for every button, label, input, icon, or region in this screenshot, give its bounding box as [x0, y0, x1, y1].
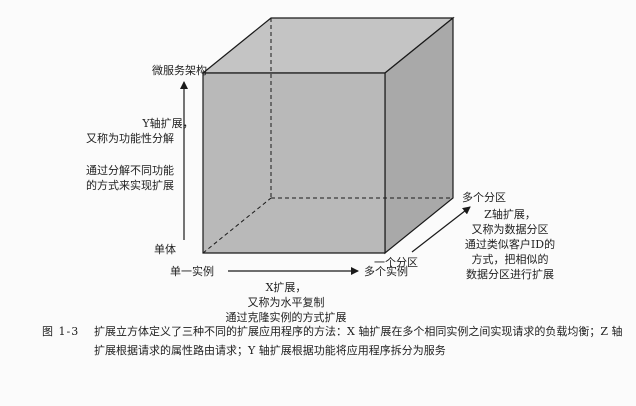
x-axis-title: X扩展，: [265, 281, 307, 294]
z-axis-start-label: 一个分区: [374, 256, 418, 269]
z-axis-description-line-2: 方式，把相似的: [471, 253, 549, 266]
x-axis-start-label: 单一实例: [170, 265, 214, 278]
hidden-edge-depth: [202, 197, 272, 254]
y-axis-title: Y轴扩展，: [142, 117, 194, 130]
y-axis-top-label: 微服务架构: [152, 64, 207, 77]
y-axis-subtitle: 又称为功能性分解: [86, 132, 174, 145]
z-axis-end-label: 多个分区: [462, 191, 506, 204]
x-axis-description: 通过克隆实例的方式扩展: [225, 311, 347, 324]
z-axis-description-line-1: 通过类似客户ID的: [464, 238, 556, 251]
cube-front-face: [202, 72, 386, 254]
y-axis-description-line-1: 通过分解不同功能: [86, 164, 174, 177]
z-axis-description-line-3: 数据分区进行扩展: [466, 268, 554, 281]
z-axis-arrow: [411, 206, 471, 253]
z-axis-subtitle: 又称为数据分区: [471, 223, 549, 236]
y-axis-description-line-2: 的方式来实现扩展: [86, 179, 174, 192]
x-axis-end-label: 多个实例: [364, 265, 408, 278]
z-axis-title: Z轴扩展，: [484, 208, 536, 221]
x-axis-subtitle: 又称为水平复制: [247, 296, 325, 309]
caption-text: 扩展立方体定义了三种不同的扩展应用程序的方法：X 轴扩展在多个相同实例之间实现请…: [94, 325, 623, 357]
figure-number: 图 1-3: [42, 325, 80, 338]
figure-caption: 图 1-3 扩展立方体定义了三种不同的扩展应用程序的方法：X 轴扩展在多个相同实…: [42, 322, 627, 360]
origin-label: 单体: [154, 243, 176, 256]
